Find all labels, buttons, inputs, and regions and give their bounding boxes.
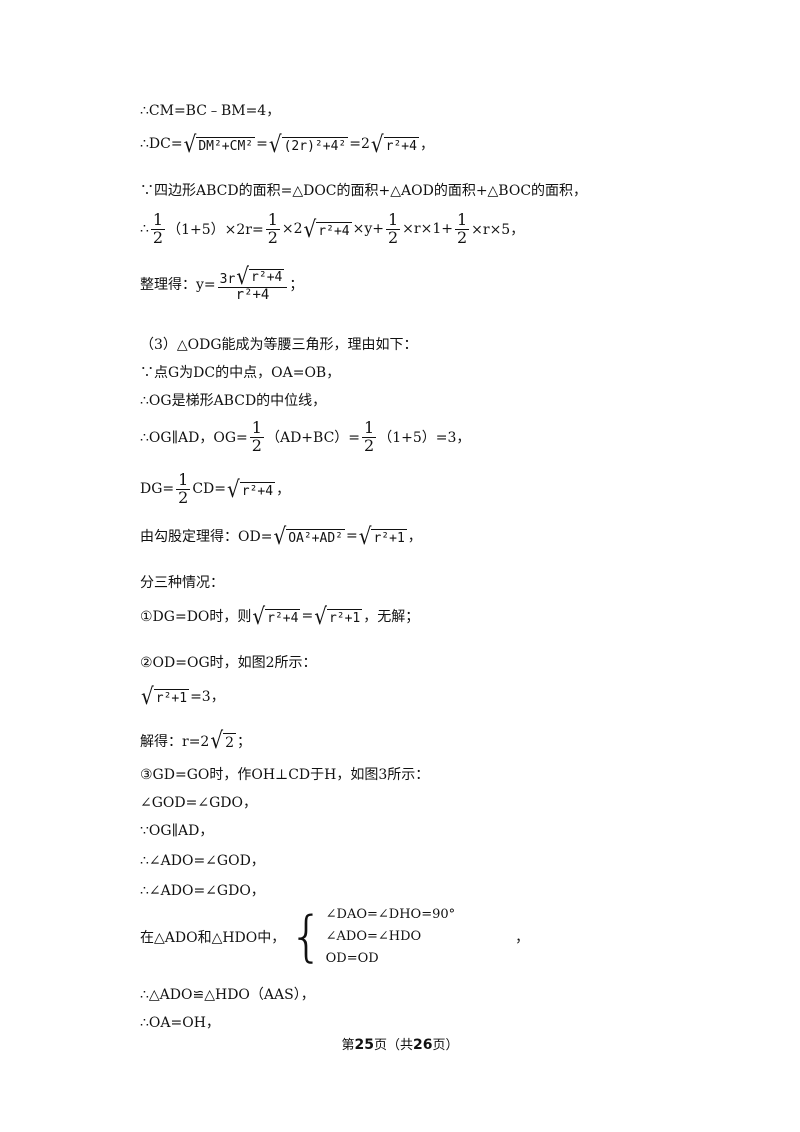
line-13: ①DG=DO时，则 √r²+4 = √r²+1 ，无解； <box>140 602 420 630</box>
radical: √(2r)²+4² <box>268 130 349 158</box>
radical: √r²+1 <box>314 602 363 630</box>
radical: √2 <box>210 726 237 754</box>
line-23: ∴△ADO≌△HDO（AAS）， <box>140 987 315 1003</box>
line-22: 在△ADO和△HDO中， { ∠DAO=∠DHO=90° ∠ADO=∠HDO O… <box>140 905 530 968</box>
line-6: （3）△ODG能成为等腰三角形，理由如下： <box>140 337 418 353</box>
brace-icon: { <box>289 905 324 968</box>
radical: √OA²+AD² <box>273 522 345 550</box>
line-3: ∵四边形ABCD的面积=△DOC的面积+△AOD的面积+△BOC的面积， <box>140 183 588 199</box>
line-19: ∵OG∥AD， <box>140 823 214 839</box>
page-total: 26 <box>413 1037 433 1053</box>
radical: √r²+4 <box>303 215 352 244</box>
line-2: ∴DC= √DM²+CM² = √(2r)²+4² =2 √r²+4 ， <box>140 130 434 158</box>
line-18: ∠GOD=∠GDO， <box>140 795 257 811</box>
page-footer: 第25页（共26页） <box>341 1037 459 1053</box>
page-number: 25 <box>354 1037 374 1053</box>
radical: √r²+4 <box>236 262 285 290</box>
line-21: ∴∠ADO=∠GDO， <box>140 883 265 899</box>
radical: √r²+1 <box>141 682 190 710</box>
line-8: ∴OG是梯形ABCD的中位线， <box>140 393 327 409</box>
radical: √r²+4 <box>252 602 301 630</box>
line-24: ∴OA=OH， <box>140 1015 220 1031</box>
radical: √r²+4 <box>227 475 276 504</box>
line-1: ∴CM=BC﹣BM=4， <box>140 103 281 119</box>
line-17: ③GD=GO时，作OH⊥CD于H，如图3所示： <box>140 767 430 783</box>
line-12: 分三种情况： <box>140 575 224 591</box>
line-14: ②OD=OG时，如图2所示： <box>140 655 317 671</box>
line-20: ∴∠ADO=∠GOD， <box>140 853 265 869</box>
radical: √r²+1 <box>358 522 407 550</box>
fraction: 3r√r²+4 r²+4 <box>217 262 288 302</box>
line-15: √r²+1 =3， <box>141 682 225 710</box>
line-11: 由勾股定理得：OD= √OA²+AD² = √r²+1 ， <box>140 522 422 550</box>
radical: √DM²+CM² <box>183 130 256 158</box>
line-16: 解得：r=2 √2 ； <box>140 726 252 754</box>
equation-system: ∠DAO=∠DHO=90° ∠ADO=∠HDO OD=OD <box>325 907 456 966</box>
line-7: ∵点G为DC的中点，OA=OB， <box>140 365 341 381</box>
radical: √r²+4 <box>370 130 419 158</box>
line-5: 整理得：y= 3r√r²+4 r²+4 ； <box>140 262 304 303</box>
